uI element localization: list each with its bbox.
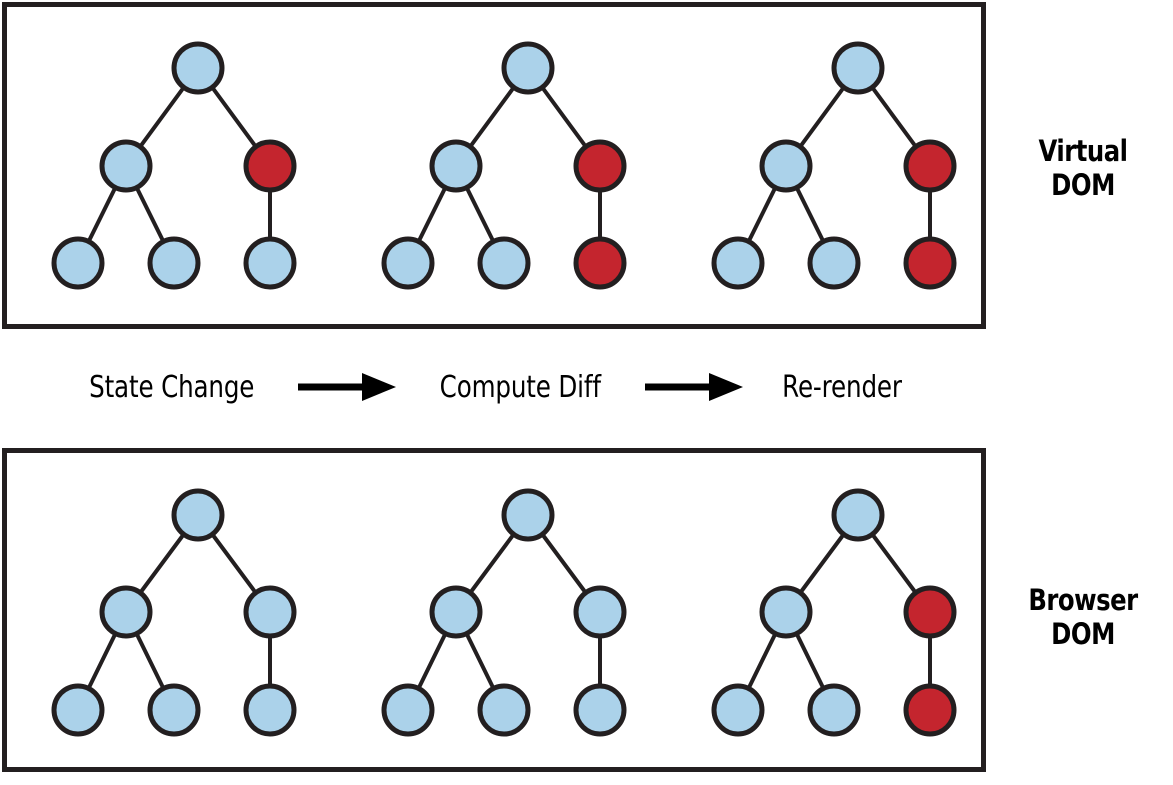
tree-node <box>243 585 297 639</box>
browser-dom-label-line1: Browser <box>1028 583 1138 617</box>
flow-step-compute-diff: Compute Diff <box>440 369 602 405</box>
tree-node <box>171 488 225 542</box>
tree-node <box>243 683 297 737</box>
right-arrow-icon <box>644 373 743 401</box>
tree-node <box>381 683 435 737</box>
tree-node <box>759 139 813 193</box>
tree-node <box>573 585 627 639</box>
tree-node <box>807 683 861 737</box>
browser-tree-2 <box>381 488 627 737</box>
tree-node <box>831 41 885 95</box>
flow-row: State Change Compute Diff Re-render <box>0 352 986 422</box>
browser-dom-label-line2: DOM <box>1051 617 1115 652</box>
virtual-dom-label: Virtual DOM <box>1007 134 1158 202</box>
virtual-tree-2 <box>381 41 627 290</box>
tree-node-changed <box>243 139 297 193</box>
tree-node <box>501 488 555 542</box>
tree-node-changed <box>903 139 957 193</box>
tree-node <box>477 683 531 737</box>
tree-node <box>477 236 531 290</box>
tree-node-changed <box>903 683 957 737</box>
flow-step-state-change: State Change <box>89 369 255 405</box>
tree-node <box>429 585 483 639</box>
tree-node <box>429 139 483 193</box>
tree-node-changed <box>573 236 627 290</box>
right-arrow-icon <box>298 373 397 401</box>
tree-node <box>759 585 813 639</box>
virtual-dom-label-line1: Virtual <box>1038 134 1128 168</box>
tree-node <box>243 236 297 290</box>
tree-node <box>573 683 627 737</box>
tree-node <box>51 683 105 737</box>
tree-node <box>501 41 555 95</box>
tree-node <box>147 236 201 290</box>
tree-node <box>831 488 885 542</box>
browser-tree-1 <box>51 488 297 737</box>
tree-node <box>99 139 153 193</box>
tree-node-changed <box>573 139 627 193</box>
tree-node <box>711 236 765 290</box>
flow-step-re-render: Re-render <box>782 369 902 405</box>
tree-node <box>381 236 435 290</box>
tree-node-changed <box>903 585 957 639</box>
tree-node <box>171 41 225 95</box>
tree-node <box>51 236 105 290</box>
tree-node-changed <box>903 236 957 290</box>
browser-dom-label: Browser DOM <box>1007 583 1158 651</box>
browser-tree-3 <box>711 488 957 737</box>
tree-node <box>147 683 201 737</box>
virtual-tree-1 <box>51 41 297 290</box>
virtual-dom-label-line2: DOM <box>1051 168 1115 203</box>
tree-node <box>807 236 861 290</box>
virtual-tree-3 <box>711 41 957 290</box>
tree-node <box>99 585 153 639</box>
tree-node <box>711 683 765 737</box>
